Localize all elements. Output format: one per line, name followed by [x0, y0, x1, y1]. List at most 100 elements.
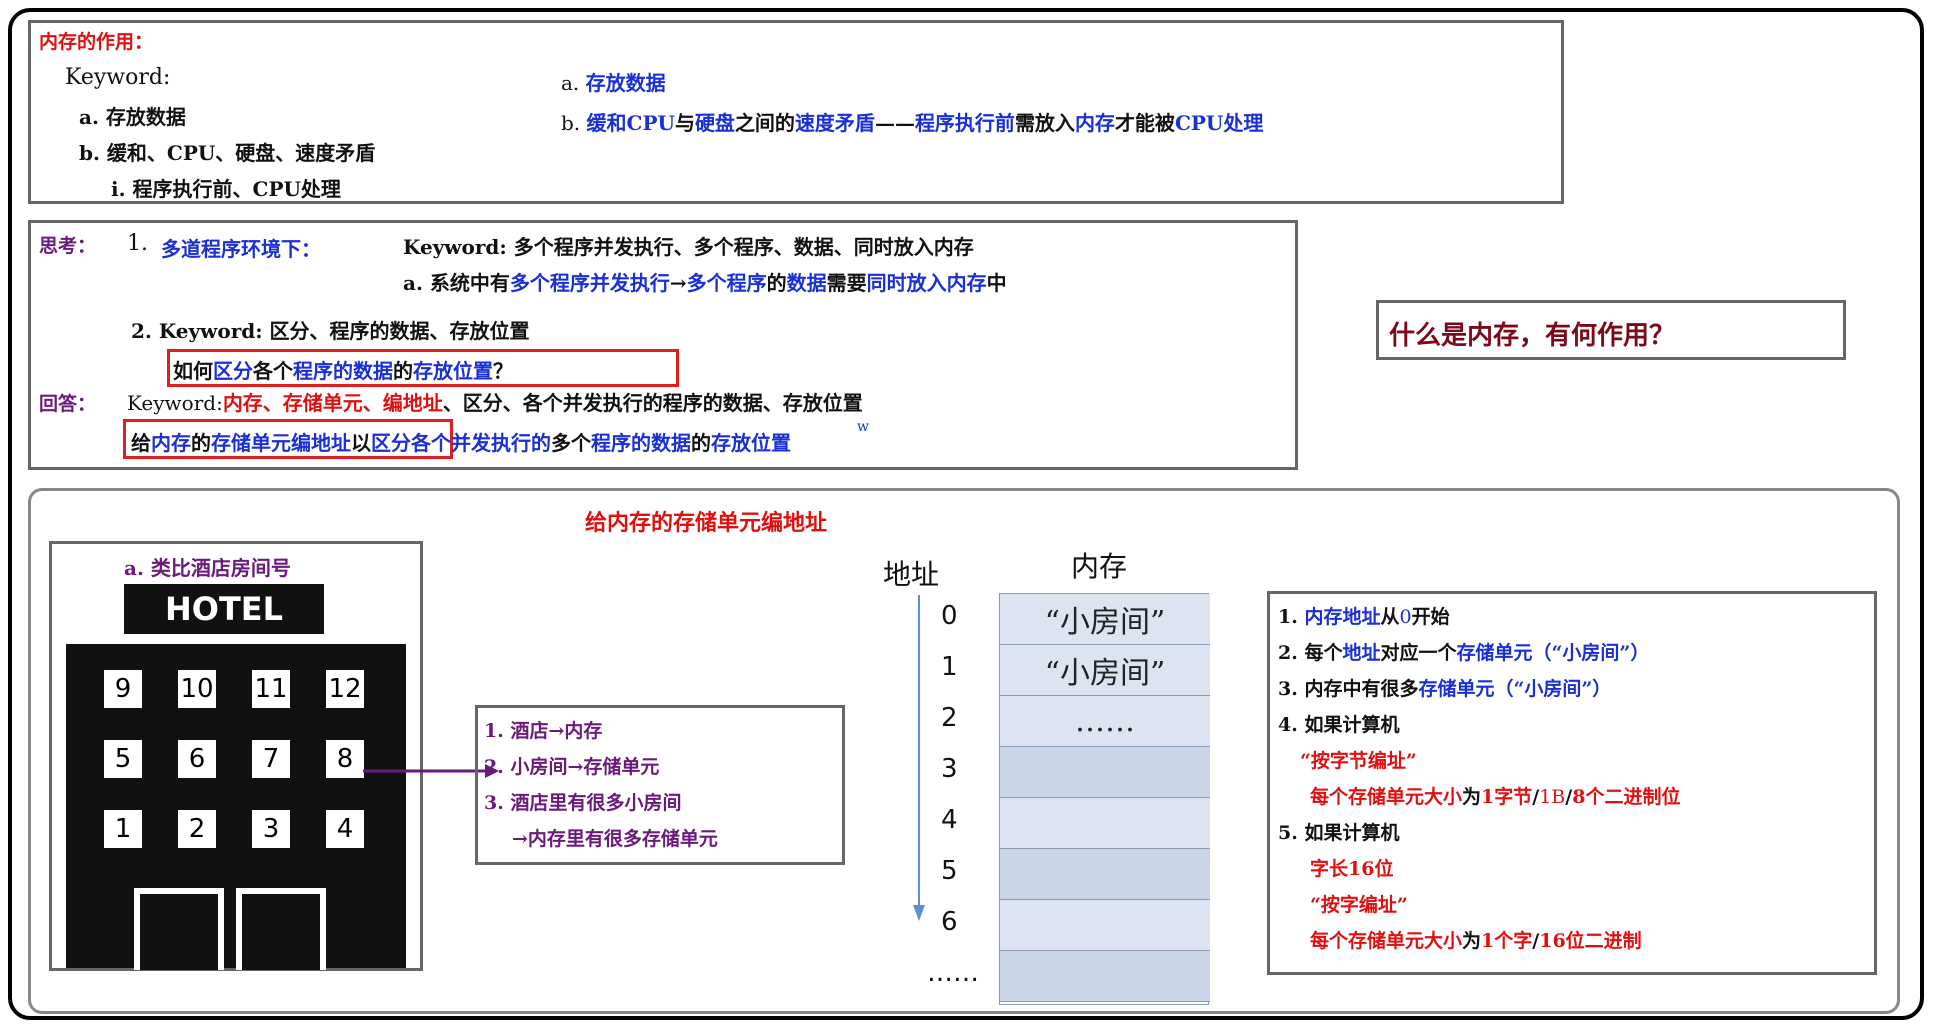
note-part: 8个二进制位	[1572, 786, 1681, 808]
top-box-title: 内存的作用：	[39, 31, 154, 53]
right-b-line: b. 缓和CPU与硬盘之间的速度矛盾——程序执行前需放入内存才能被CPU处理	[561, 107, 1263, 136]
memory-cell	[1000, 951, 1210, 1002]
analogy-line: 2. 小房间→存储单元	[484, 756, 660, 778]
answer-part: 数据	[651, 431, 691, 455]
memory-cell	[1000, 849, 1210, 900]
answer-part: 内存	[151, 431, 191, 455]
keyword-i: i. 程序执行前、CPU处理	[111, 177, 341, 201]
hotel-window: 5	[104, 740, 142, 778]
memory-address: ……	[927, 958, 979, 988]
memory-address: 5	[941, 856, 958, 886]
hotel-window: 10	[178, 670, 216, 708]
note-part: 为	[1462, 930, 1482, 952]
note-5: 5. 如果计算机	[1278, 822, 1400, 844]
q1-a-part: a. 系统中有	[403, 271, 510, 295]
question-box: 什么是内存，有何作用？	[1376, 300, 1846, 360]
note-3: 3. 内存中有很多存储单元（“小房间”）	[1278, 674, 1611, 701]
answer-keyword-line: Keyword:内存、存储单元、编地址、区分、各个并发执行的程序的数据、存放位置	[127, 387, 863, 416]
note-part: 1个字	[1481, 930, 1533, 952]
note-4-quote: “按字节编址”	[1300, 750, 1417, 772]
answer-label: 回答：	[39, 393, 97, 415]
memory-address: 6	[941, 907, 958, 937]
answer-part: 以	[351, 431, 371, 455]
answer-part: 存放位置	[711, 431, 791, 455]
note-part: /	[1565, 786, 1573, 808]
memory-column: “小房间”“小房间”……	[999, 593, 1210, 1005]
keyword-b: b. 缓和、CPU、硬盘、速度矛盾	[79, 141, 376, 165]
q2-keyword: 2. Keyword: 区分、程序的数据、存放位置	[131, 319, 530, 343]
hotel-sign: HOTEL	[124, 584, 324, 634]
right-b-part: CPU处理	[1174, 111, 1264, 135]
analogy-line: 1. 酒店→内存	[484, 720, 603, 742]
q2-part: 程序的数据	[293, 359, 393, 383]
answer-part: 的	[191, 431, 211, 455]
right-b-part: 之间的	[734, 111, 795, 135]
hotel-door-left	[134, 888, 224, 970]
address-label: 地址	[883, 558, 940, 591]
note-part: /	[1532, 930, 1540, 952]
q2-part: 区分	[213, 359, 253, 383]
right-a-text: 存放数据	[585, 71, 666, 95]
think-box: 思考： 1. 多道程序环境下： Keyword: 多个程序并发执行、多个程序、数…	[28, 220, 1298, 470]
answer-part: 的	[631, 431, 651, 455]
answer-part: 存储单元编地址	[211, 431, 351, 455]
q1-num: 1.	[127, 231, 148, 256]
hotel-caption: a. 类比酒店房间号	[124, 556, 291, 580]
q2-part: 存放位置	[413, 359, 493, 383]
note-part: 存储单元（“小房间”）	[1418, 678, 1612, 700]
note-part: 16位二进制	[1539, 930, 1642, 952]
right-b-prefix: b.	[561, 111, 587, 135]
memory-cell	[1000, 900, 1210, 951]
answer-kw-part: 内存、存储单元、编地址	[222, 391, 443, 415]
analogy-box: 1. 酒店→内存 2. 小房间→存储单元 3. 酒店里有很多小房间 →内存里有很…	[475, 705, 845, 865]
q2-question: 如何区分各个程序的数据的存放位置？	[173, 355, 513, 384]
right-a-line: a. 存放数据	[561, 67, 666, 96]
outer-frame	[8, 8, 1924, 1020]
q1-a-part: →	[669, 271, 687, 295]
answer-part: 区分各个并发执行的	[371, 431, 551, 455]
note-5-detail: 每个存储单元大小为1个字/16位二进制	[1310, 926, 1642, 953]
think-label: 思考：	[39, 235, 97, 257]
memory-cell: “小房间”	[1000, 594, 1210, 645]
memory-label: 内存	[1071, 550, 1128, 583]
analogy-line: →内存里有很多存储单元	[512, 828, 718, 850]
note-part: 存储单元（“小房间”）	[1456, 642, 1650, 664]
right-b-part: ——	[874, 111, 915, 135]
note-part: 1.	[1278, 606, 1305, 628]
keyword-a: a. 存放数据	[79, 105, 186, 129]
note-part: 2. 每个	[1278, 642, 1343, 664]
q2-part: 各个	[253, 359, 293, 383]
hotel-window: 3	[252, 810, 290, 848]
hotel-window: 4	[326, 810, 364, 848]
memory-address: 3	[941, 754, 958, 784]
memory-address: 2	[941, 703, 958, 733]
notes-box: 1. 内存地址从0开始 2. 每个地址对应一个存储单元（“小房间”） 3. 内存…	[1267, 591, 1877, 975]
answer-kw-part: 、区分、各个并发执行的程序的数据、存放位置	[442, 391, 863, 415]
hotel-window: 1	[104, 810, 142, 848]
note-part: /	[1532, 786, 1540, 808]
note-4: 4. 如果计算机	[1278, 714, 1400, 736]
note-part: 地址	[1342, 642, 1381, 664]
note-2: 2. 每个地址对应一个存储单元（“小房间”）	[1278, 638, 1649, 665]
q2-part: 如何	[173, 359, 213, 383]
note-part: 从	[1380, 606, 1400, 628]
question-text: 什么是内存，有何作用？	[1389, 321, 1676, 351]
note-1: 1. 内存地址从0开始	[1278, 602, 1450, 629]
right-b-part: 与	[674, 111, 695, 135]
hotel-window: 7	[252, 740, 290, 778]
note-5-word: 字长16位	[1310, 858, 1394, 880]
keyword-label: Keyword:	[65, 65, 171, 90]
answer-highlight-box	[123, 419, 453, 459]
answer-line: 给内存的存储单元编地址以区分各个并发执行的多个程序的数据的存放位置	[131, 427, 791, 456]
note-part: 开始	[1411, 606, 1450, 628]
q1-keyword: Keyword: 多个程序并发执行、多个程序、数据、同时放入内存	[403, 235, 974, 259]
right-b-part: 缓和CPU	[586, 111, 675, 135]
hotel-sign-text: HOTEL	[164, 590, 284, 628]
memory-address: 0	[941, 601, 958, 631]
right-b-part: 才能被	[1114, 111, 1175, 135]
right-b-part: 内存	[1074, 111, 1115, 135]
q1-a-part: 同时放入内存	[866, 271, 987, 295]
hotel-window: 12	[326, 670, 364, 708]
